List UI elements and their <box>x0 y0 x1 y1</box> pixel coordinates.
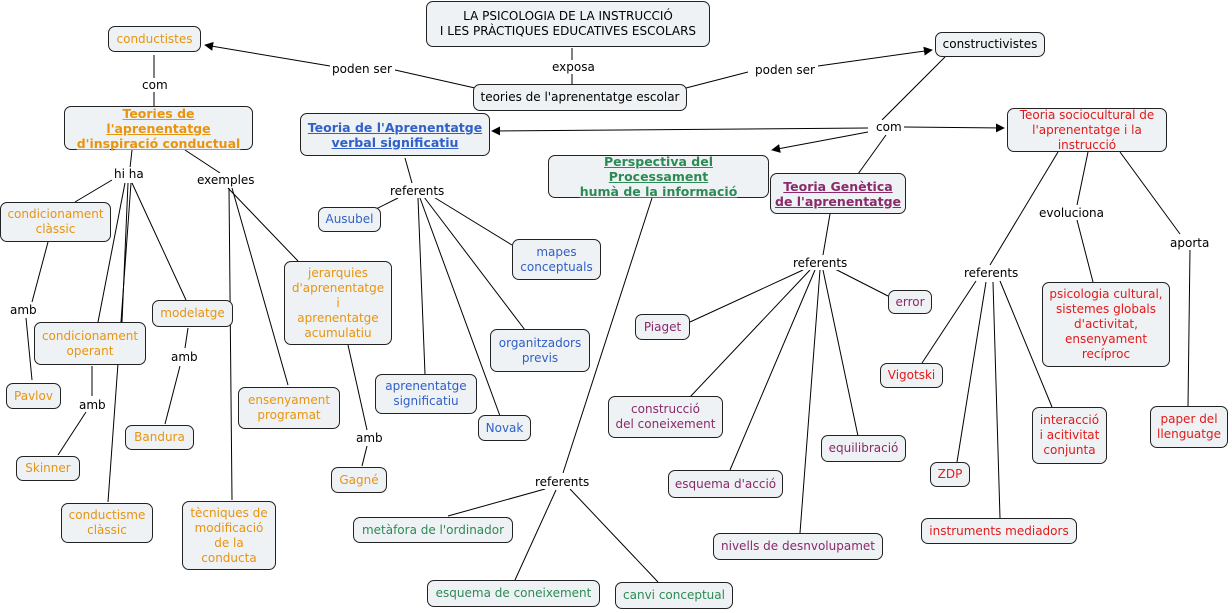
node-conductisme-classic[interactable]: conductisme clàssic <box>61 503 153 543</box>
node-construccio-coneixement[interactable]: construcció del coneixement <box>608 396 723 438</box>
node-conductistes[interactable]: conductistes <box>108 26 201 52</box>
node-psicologia-cultural[interactable]: psicologia cultural, sistemes globals d'… <box>1042 282 1170 367</box>
link-label-amb-gagne: amb <box>354 431 385 445</box>
link-label-com-mid: com <box>874 120 904 134</box>
node-condicionament-classic[interactable]: condicionament clàssic <box>0 202 111 242</box>
node-zdp[interactable]: ZDP <box>930 462 970 487</box>
node-teories-aprenentatge-escolar[interactable]: teories de l'aprenentatge escolar <box>473 84 687 111</box>
link-label-aporta: aporta <box>1168 236 1212 250</box>
link-label-referents-sociocultural: referents <box>962 266 1021 280</box>
link-label-referents-processament: referents <box>533 475 592 489</box>
node-novak[interactable]: Novak <box>478 415 531 441</box>
node-constructivistes[interactable]: constructivistes <box>935 32 1045 57</box>
node-metafora-ordinador[interactable]: metàfora de l'ordinador <box>353 517 513 543</box>
link-label-com-left: com <box>140 78 170 92</box>
node-mapes-conceptuals[interactable]: mapes conceptuals <box>512 239 601 280</box>
node-perspectiva-processament[interactable]: Perspectiva del Processament humà de la … <box>548 154 769 199</box>
node-jerarquies-aprenentatge[interactable]: jerarquies d'aprenentatge i aprenentatge… <box>284 261 392 345</box>
node-skinner[interactable]: Skinner <box>16 456 80 481</box>
title-node[interactable]: LA PSICOLOGIA DE LA INSTRUCCIÓ I LES PRÀ… <box>426 1 710 47</box>
node-modelatge[interactable]: modelatge <box>152 300 233 327</box>
node-error[interactable]: error <box>888 290 932 314</box>
node-esquema-accio[interactable]: esquema d'acció <box>668 470 783 498</box>
node-teoria-verbal-significatiu[interactable]: Teoria de l'Aprenentatge verbal signific… <box>300 113 490 156</box>
node-pavlov[interactable]: Pavlov <box>6 383 61 409</box>
link-label-poden-ser-right: poden ser <box>753 63 817 77</box>
node-ensenyament-programat[interactable]: ensenyament programat <box>238 387 340 429</box>
node-aprenentatge-significatiu[interactable]: aprenentatge significatiu <box>375 374 477 414</box>
link-label-referents-verbal: referents <box>388 184 447 198</box>
node-canvi-conceptual[interactable]: canvi conceptual <box>615 582 733 609</box>
link-label-amb-pavlov: amb <box>8 303 39 317</box>
link-label-amb-skinner: amb <box>77 398 108 412</box>
node-vigotski[interactable]: Vigotski <box>880 363 943 388</box>
node-instruments-mediadors[interactable]: instruments mediadors <box>921 518 1077 544</box>
node-organitzadors-previs[interactable]: organitzadors previs <box>490 329 590 372</box>
link-label-amb-bandura: amb <box>169 350 200 364</box>
link-label-exemples: exemples <box>195 173 257 187</box>
link-label-evoluciona: evoluciona <box>1037 206 1106 220</box>
node-nivells-desenvolupament[interactable]: nivells de desnvolupamet <box>713 533 883 560</box>
node-equilibracio[interactable]: equilibració <box>821 435 906 462</box>
node-interaccio-activitat[interactable]: interacció i acitivitat conjunta <box>1032 407 1107 464</box>
link-label-referents-genetica: referents <box>791 256 850 270</box>
node-piaget[interactable]: Piaget <box>635 314 690 340</box>
link-label-exposa: exposa <box>550 60 597 74</box>
node-ausubel[interactable]: Ausubel <box>318 207 381 232</box>
node-teoria-sociocultural[interactable]: Teoria sociocultural de l'aprenentatge i… <box>1007 108 1167 152</box>
node-tecniques-modificacio[interactable]: tècniques de modificació de la conducta <box>182 501 276 570</box>
node-gagne[interactable]: Gagné <box>331 467 387 493</box>
node-paper-llenguatge[interactable]: paper del llenguatge <box>1150 406 1228 448</box>
node-teories-conductual[interactable]: Teories de l'aprenentatge d'inspiració c… <box>64 106 253 151</box>
link-label-poden-ser-left: poden ser <box>330 62 394 76</box>
node-bandura[interactable]: Bandura <box>125 425 194 450</box>
node-condicionament-operant[interactable]: condicionament operant <box>34 322 146 365</box>
node-esquema-coneixement[interactable]: esquema de coneixement <box>427 580 600 607</box>
node-teoria-genetica[interactable]: Teoria Genètica de l'aprenentatge <box>770 173 906 214</box>
link-label-hi-ha: hi ha <box>112 167 146 181</box>
